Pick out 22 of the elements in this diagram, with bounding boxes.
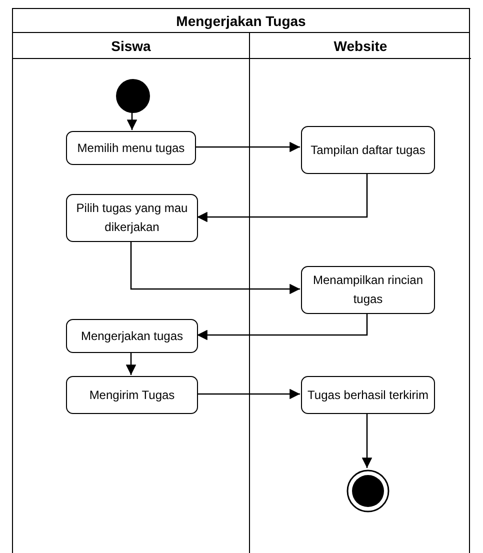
arrow bbox=[126, 352, 136, 375]
lane-header: Website bbox=[250, 33, 471, 59]
action-box: Menampilkan rincian tugas bbox=[301, 266, 435, 314]
frame-header: Mengerjakan Tugas bbox=[13, 9, 469, 33]
lane-header: Siswa bbox=[13, 33, 249, 59]
action-box: Mengirim Tugas bbox=[66, 376, 198, 414]
action-box: Tampilan daftar tugas bbox=[301, 126, 435, 174]
arrow bbox=[197, 173, 368, 222]
arrow bbox=[130, 241, 300, 294]
arrow bbox=[195, 142, 300, 152]
action-box: Memilih menu tugas bbox=[66, 131, 196, 165]
action-box: Mengerjakan tugas bbox=[66, 319, 198, 353]
initial-node bbox=[116, 79, 150, 113]
arrow bbox=[362, 413, 372, 468]
final-node bbox=[346, 469, 390, 513]
arrow bbox=[197, 388, 300, 400]
arrow bbox=[126, 112, 138, 130]
action-box: Tugas berhasil terkirim bbox=[301, 376, 435, 414]
activity-frame bbox=[12, 8, 470, 553]
arrow bbox=[197, 313, 368, 340]
swimlane bbox=[13, 33, 250, 553]
action-box: Pilih tugas yang mau dikerjakan bbox=[66, 194, 198, 242]
